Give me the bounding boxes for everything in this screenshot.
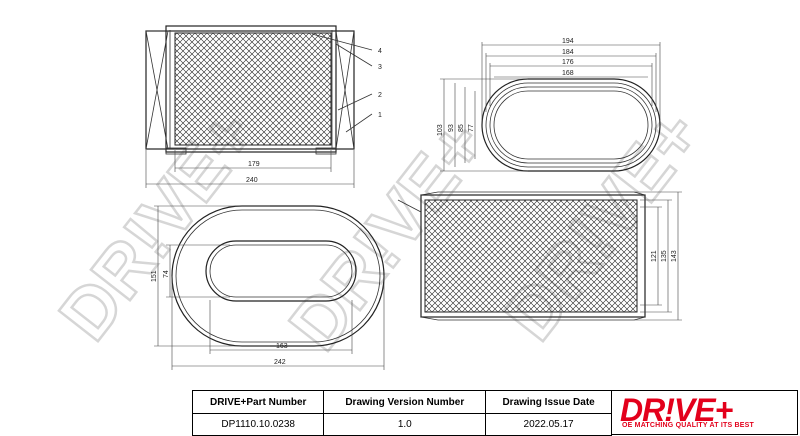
dim-121: 121 [651, 250, 658, 262]
callout-1: 1 [378, 112, 382, 119]
callout-2: 2 [378, 92, 382, 99]
header-version: Drawing Version Number [323, 390, 487, 414]
header-part-number: DRIVE+Part Number [191, 390, 325, 414]
title-block: DRIVE+Part Number Drawing Version Number… [191, 390, 798, 436]
dim-85: 85 [458, 124, 465, 132]
dim-103: 103 [437, 124, 444, 136]
side-view [145, 25, 373, 188]
dim-168: 168 [562, 70, 574, 77]
value-part-number: DP1110.10.0238 [191, 413, 325, 436]
front-view [397, 191, 682, 321]
brand-logo: DR!VE+ OE MATCHING QUALITY AT ITS BEST [612, 390, 798, 435]
logo-tagline: OE MATCHING QUALITY AT ITS BEST [622, 422, 754, 429]
dim-242: 242 [274, 359, 286, 366]
value-version: 1.0 [323, 413, 487, 436]
dim-184: 184 [562, 49, 574, 56]
dim-240: 240 [246, 177, 258, 184]
dim-194: 194 [562, 38, 574, 45]
top-view [440, 42, 661, 172]
dim-93: 93 [448, 124, 455, 132]
logo-wordmark: DR!VE+ [620, 392, 733, 428]
dim-151: 151 [151, 270, 158, 282]
dim-135: 135 [661, 250, 668, 262]
bottom-view [154, 205, 385, 370]
callout-3: 3 [378, 64, 382, 71]
dim-143: 143 [671, 250, 678, 262]
title-table: DRIVE+Part Number Drawing Version Number… [191, 390, 612, 436]
dim-176: 176 [562, 59, 574, 66]
callout-4: 4 [378, 48, 382, 55]
value-issue-date: 2022.05.17 [485, 413, 612, 436]
dim-179: 179 [248, 161, 260, 168]
dim-74: 74 [163, 270, 170, 278]
dim-77: 77 [468, 124, 475, 132]
header-issue-date: Drawing Issue Date [485, 390, 612, 414]
dim-163: 163 [276, 343, 288, 350]
